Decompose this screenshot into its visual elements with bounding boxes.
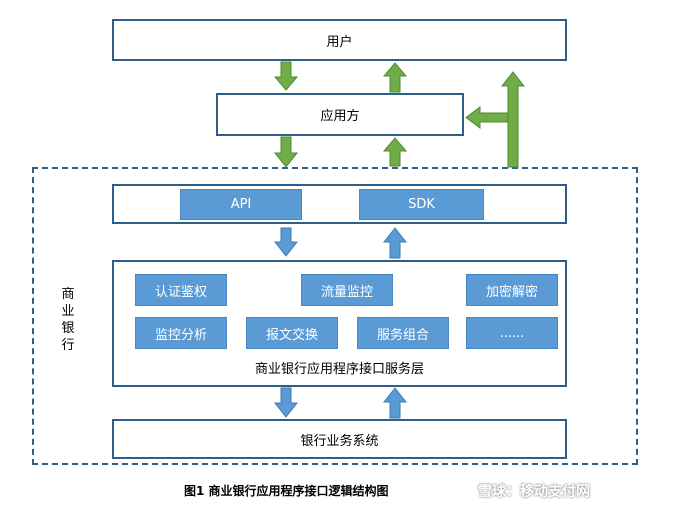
business-system-box: 银行业务系统 (112, 419, 567, 459)
user-label: 用户 (326, 34, 353, 50)
service-more: ...... (466, 317, 558, 349)
sdk-block: SDK (359, 189, 484, 220)
service-monitor: 监控分析 (135, 317, 227, 349)
arrow-down-user-to-app (273, 61, 299, 91)
arrow-up-app-to-user (382, 62, 408, 93)
app-party-box: 应用方 (216, 93, 464, 136)
service-message: 报文交换 (246, 317, 338, 349)
business-system-label: 银行业务系统 (300, 433, 379, 449)
api-block: API (180, 189, 302, 220)
arrow-down-api-to-service (273, 227, 299, 257)
watermark: 雪球：移动支付网 (478, 484, 590, 500)
figure-caption: 图1 商业银行应用程序接口逻辑结构图 (184, 484, 389, 498)
bank-label: 商业银行 (61, 287, 75, 353)
arrow-up-service-to-sdk (382, 227, 408, 259)
arrow-up-bank-to-user (500, 71, 526, 168)
service-crypto: 加密解密 (466, 274, 558, 306)
user-box: 用户 (112, 19, 567, 61)
service-compose: 服务组合 (357, 317, 449, 349)
arrow-up-business-to-service (382, 387, 408, 419)
service-auth: 认证鉴权 (135, 274, 227, 306)
arrow-up-bank-to-app (382, 137, 408, 167)
arrow-down-service-to-business (273, 387, 299, 418)
service-layer-label: 商业银行应用程序接口服务层 (254, 362, 424, 377)
arrow-down-app-to-bank (273, 136, 299, 168)
arrow-left-to-app (465, 106, 509, 129)
bank-container (32, 167, 638, 465)
app-party-label: 应用方 (320, 109, 360, 124)
service-traffic: 流量监控 (301, 274, 393, 306)
